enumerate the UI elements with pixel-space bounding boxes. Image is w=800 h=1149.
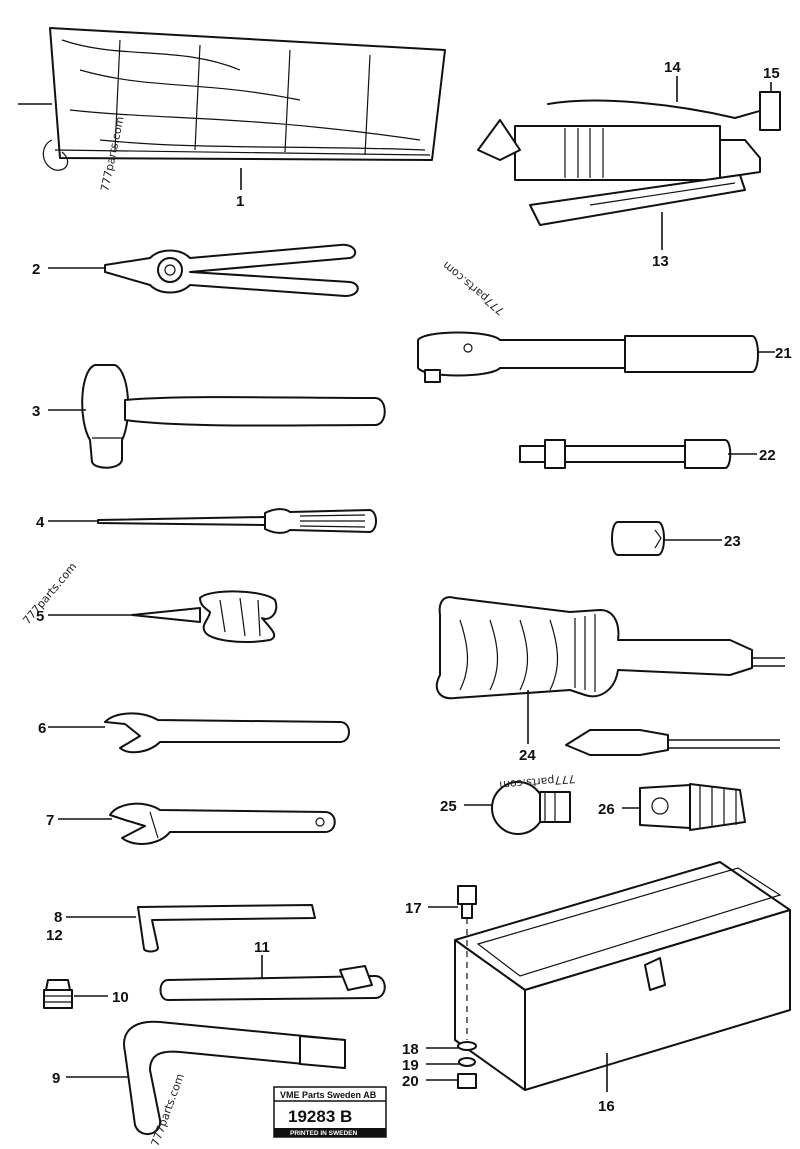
hex-key-small xyxy=(137,904,316,953)
callout-12: 12 xyxy=(46,927,63,944)
title-block: VME Parts Sweden AB 19283 B PRINTED IN S… xyxy=(273,1086,387,1138)
callout-7: 7 xyxy=(46,812,54,829)
callout-13: 13 xyxy=(652,253,669,270)
spark-plug-spanner xyxy=(159,965,386,1001)
callout-3: 3 xyxy=(32,403,40,420)
callout-20: 20 xyxy=(402,1073,419,1090)
callout-23: 23 xyxy=(724,533,741,550)
callout-1: 1 xyxy=(236,193,244,210)
callout-24: 24 xyxy=(519,747,536,764)
watermark-3: 777parts.com xyxy=(20,560,79,627)
callout-26: 26 xyxy=(598,801,615,818)
callout-22: 22 xyxy=(759,447,776,464)
callout-17: 17 xyxy=(405,900,422,917)
flat-screwdriver xyxy=(97,508,377,534)
socket xyxy=(611,521,665,556)
grease-gun xyxy=(477,91,781,226)
callout-10: 10 xyxy=(112,989,129,1006)
hammer xyxy=(81,364,386,469)
watermark-2: 777parts.com xyxy=(440,259,507,318)
watermark-4: 777parts.com xyxy=(499,772,576,792)
callout-19: 19 xyxy=(402,1057,419,1074)
callout-25: 25 xyxy=(440,798,457,815)
callout-8: 8 xyxy=(54,909,62,926)
callout-18: 18 xyxy=(402,1041,419,1058)
grease-nipple xyxy=(43,979,73,1009)
adjustable-wrench xyxy=(109,802,336,845)
bolt-set xyxy=(457,885,477,1089)
stubby-screwdriver xyxy=(131,590,278,643)
callout-15: 15 xyxy=(763,65,780,82)
title-block-printed: PRINTED IN SWEDEN xyxy=(290,1130,357,1137)
bulb xyxy=(491,781,571,835)
callout-11: 11 xyxy=(254,939,270,956)
callout-21: 21 xyxy=(775,345,792,362)
callout-6: 6 xyxy=(38,720,46,737)
callout-9: 9 xyxy=(52,1070,60,1087)
ratchet-handle xyxy=(417,331,759,383)
callout-14: 14 xyxy=(664,59,681,76)
callout-4: 4 xyxy=(36,514,45,531)
callout-5: 5 xyxy=(36,608,44,625)
tool-bag xyxy=(18,27,446,171)
toolbox xyxy=(454,861,791,1091)
title-block-company: VME Parts Sweden AB xyxy=(280,1090,377,1100)
pliers xyxy=(104,243,359,297)
extension-bar xyxy=(519,439,732,469)
title-block-drawing-number: 19283 B xyxy=(288,1107,352,1126)
inspection-lamp xyxy=(435,596,785,756)
open-end-wrench xyxy=(104,712,350,754)
box-wrench-l xyxy=(123,1020,346,1135)
callout-16: 16 xyxy=(598,1098,615,1115)
callout-2: 2 xyxy=(32,261,40,278)
quick-coupling xyxy=(639,783,746,831)
